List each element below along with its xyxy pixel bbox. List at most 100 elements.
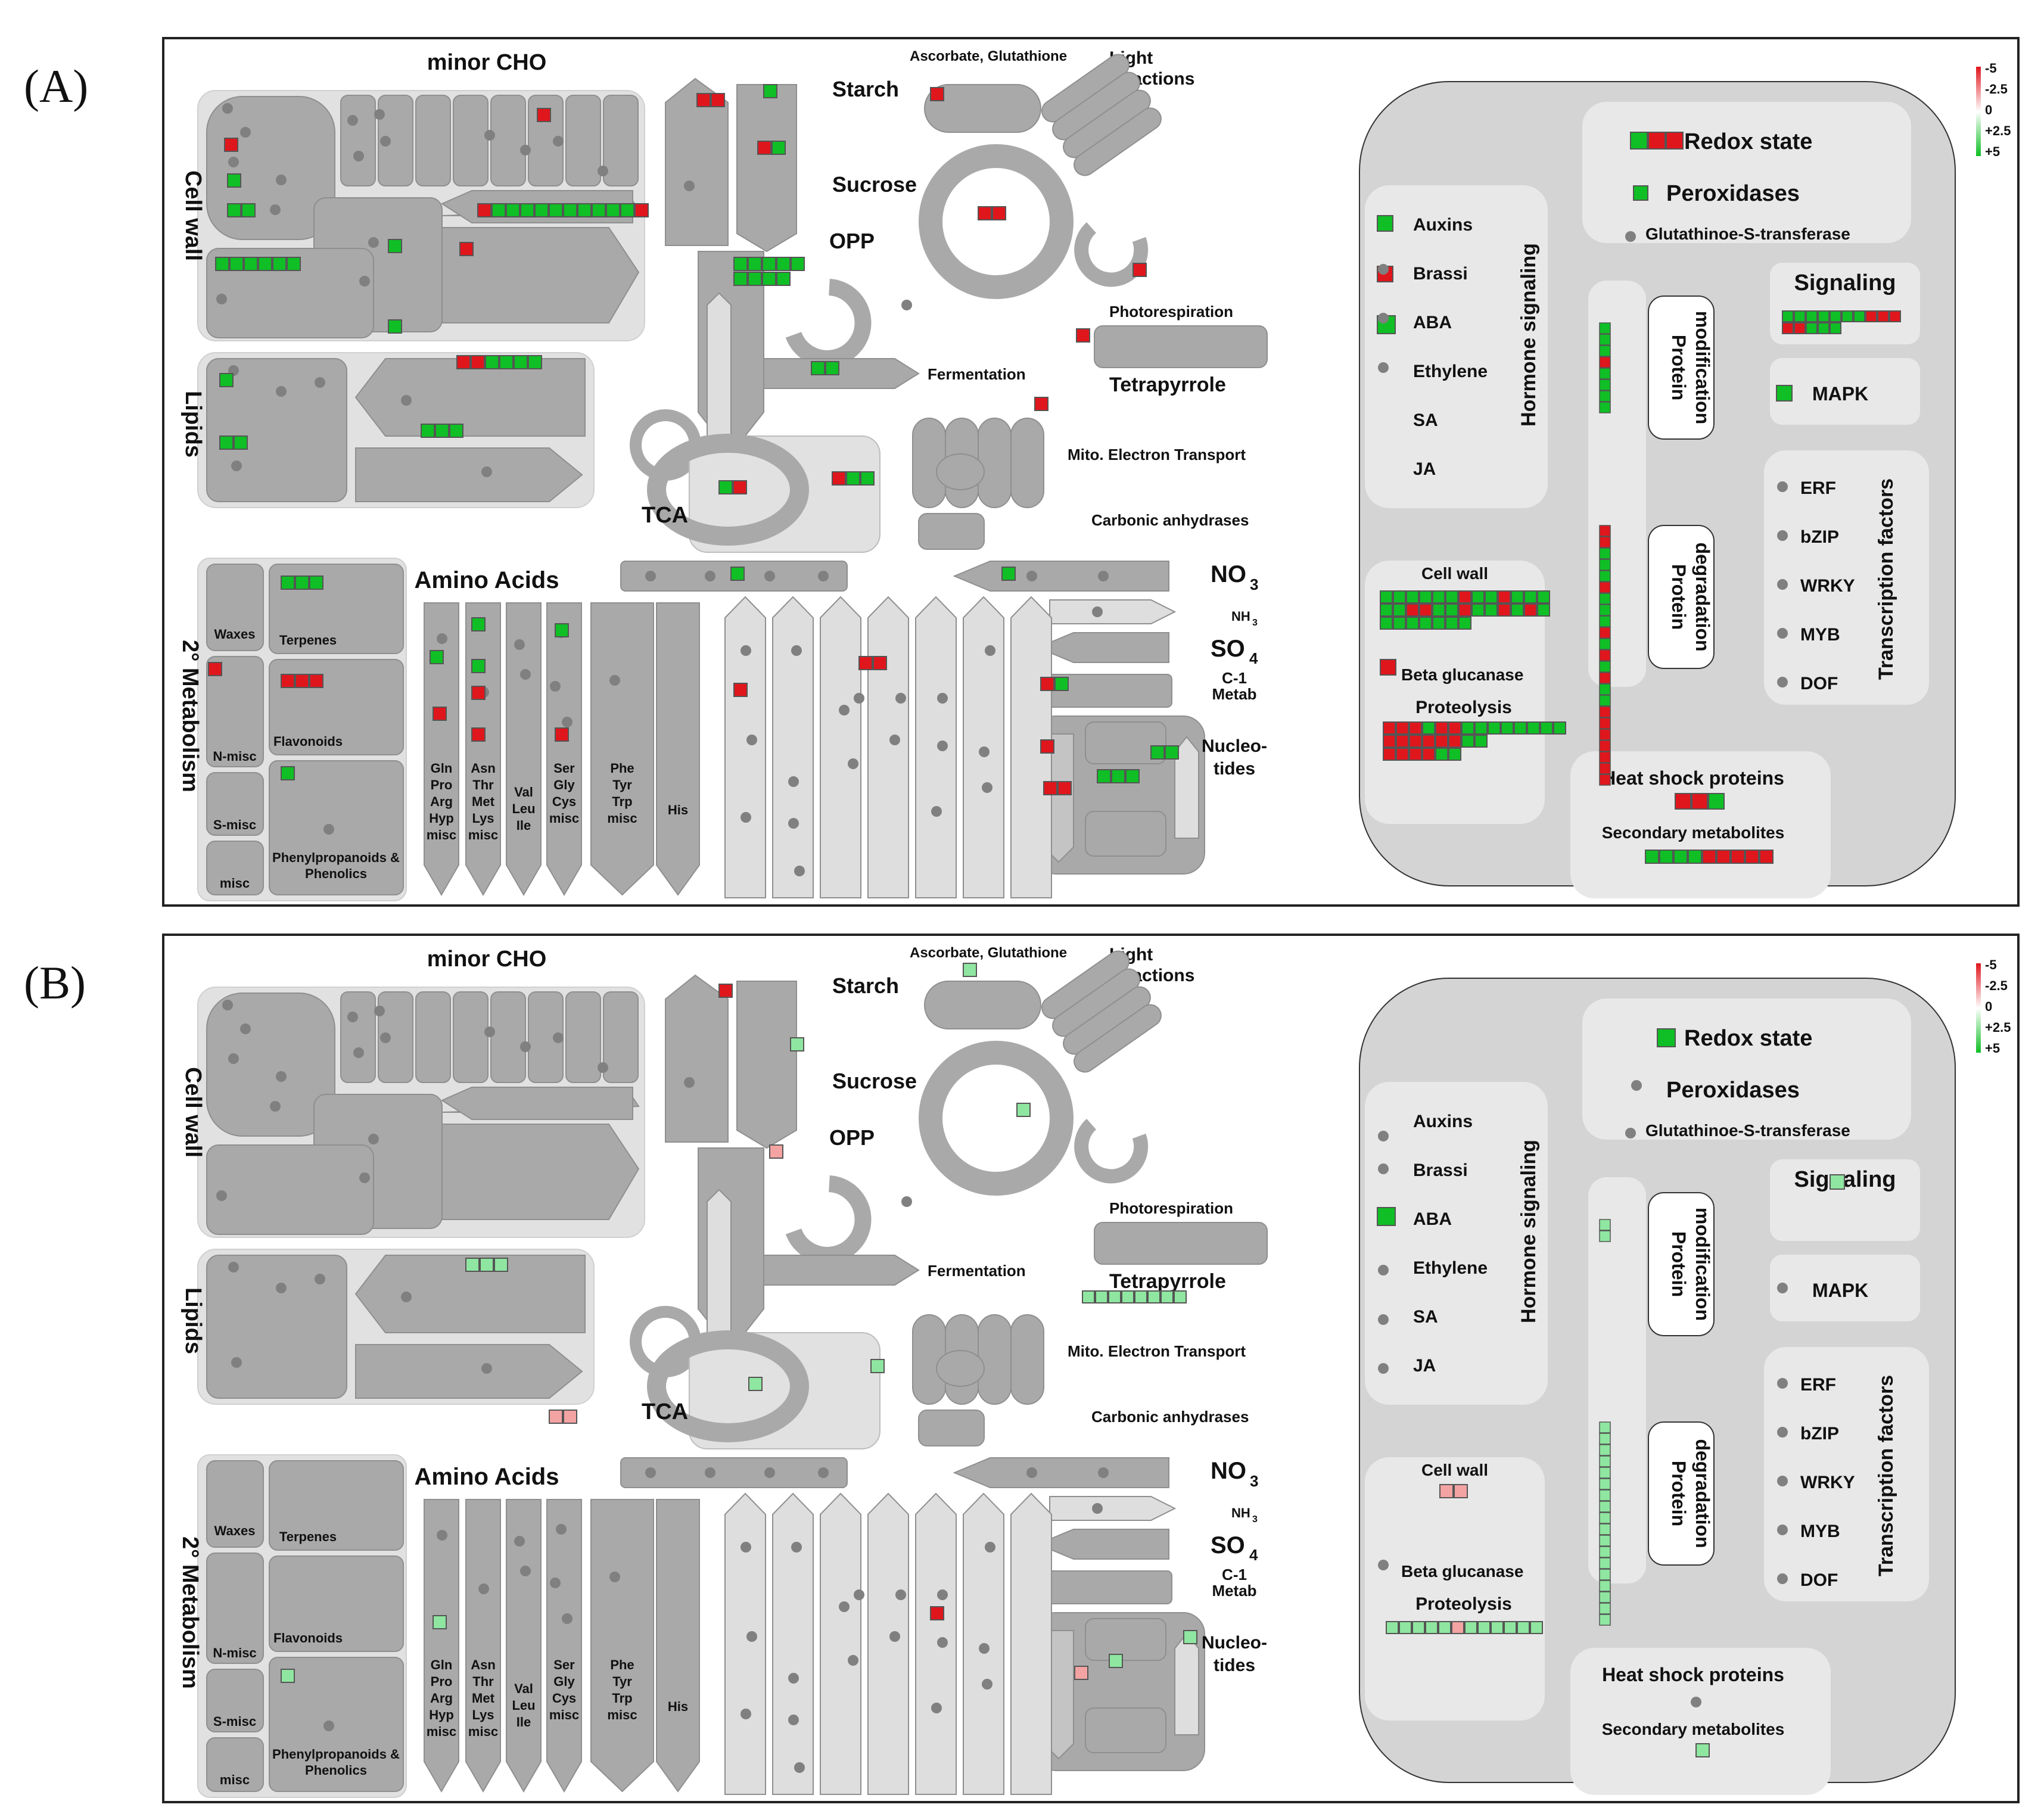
expression-cell (287, 257, 301, 271)
lipids-label: Lipids (181, 391, 206, 458)
expression-cell (1599, 1512, 1611, 1524)
lipids-label: Lipids (181, 1287, 206, 1354)
no3-label: NO (1211, 561, 1246, 587)
expression-cell (1383, 748, 1396, 761)
no3-subscript: 3 (1250, 575, 1258, 593)
expression-cell (992, 206, 1006, 220)
amino-acid-label: Pro (431, 1674, 453, 1689)
pathway-dot (216, 1190, 227, 1201)
secondary-metabolites-label: Secondary metabolites (1602, 1720, 1785, 1738)
peroxidases-label: Peroxidases (1666, 1078, 1800, 1103)
expression-cell (1458, 617, 1471, 630)
pathway-dot (437, 1530, 447, 1541)
protein-modification-label: modification (1692, 311, 1713, 424)
smisc-label: S-misc (213, 1714, 256, 1729)
pathway-dot (764, 1467, 775, 1478)
right-cell-wall-label: Cell wall (1421, 564, 1488, 583)
expression-cell (1001, 567, 1016, 581)
expression-cell (634, 203, 649, 217)
expression-cell (1633, 185, 1648, 201)
hormone-signaling-label: Hormone signaling (1517, 243, 1540, 427)
amino-acid-label: misc (468, 1724, 498, 1739)
expression-cell (1474, 735, 1488, 748)
carbonic-anhydrases-label: Carbonic anhydrases (1091, 511, 1249, 529)
pathway-dot (374, 109, 385, 120)
expression-cell (870, 1359, 885, 1373)
ascorbate-shape (924, 981, 1041, 1029)
pathway-dot (1026, 1467, 1037, 1478)
pathway-dot (556, 1524, 567, 1535)
pathway-dot (1378, 1265, 1389, 1275)
minor-cho-shape (565, 95, 601, 186)
secondary-metabolism-label: 2° Metabolism (178, 640, 203, 792)
expression-cell (1599, 525, 1611, 537)
expression-cell (388, 239, 402, 253)
pathway-dot (1378, 1163, 1389, 1174)
pathway-dot (231, 461, 242, 471)
starch-label: Starch (832, 973, 899, 998)
heat-shock-label: Heat shock proteins (1602, 767, 1784, 789)
expression-cell (1599, 706, 1611, 718)
expression-cell (1599, 627, 1611, 639)
pathway-dot (270, 1101, 281, 1112)
light-pentagon-column (820, 1492, 861, 1795)
misc-shape (206, 1737, 264, 1792)
tf-dot (1777, 1378, 1788, 1389)
expression-cell (1865, 310, 1877, 322)
expression-cell (1599, 334, 1611, 346)
expression-cell (1659, 850, 1673, 864)
pathway-dot (222, 103, 233, 114)
pathway-dot (764, 571, 775, 581)
pathway-dot (562, 1613, 573, 1624)
amino-acid-column (546, 1499, 582, 1793)
expression-cell (1889, 310, 1901, 322)
minor-cho-label: minor CHO (427, 947, 547, 972)
expression-cell (748, 257, 762, 271)
expression-cell (1386, 1621, 1399, 1634)
expression-cell (309, 575, 323, 590)
expression-cell (1599, 1444, 1611, 1456)
sucrose-label: Sucrose (832, 1069, 917, 1093)
nucleotides-shape (1085, 811, 1166, 857)
pathway-dot (276, 386, 287, 397)
pathway-dot (270, 204, 281, 215)
mito-complex (978, 418, 1012, 508)
expression-cell (227, 173, 241, 188)
terpenes-label: Terpenes (279, 633, 337, 648)
thylakoid-shape (1074, 1004, 1162, 1073)
expression-cell (1409, 748, 1422, 761)
expression-cell (449, 424, 463, 438)
tf-dot (1777, 530, 1788, 541)
minor-cho-shape (603, 991, 639, 1083)
pathway-dot (937, 1589, 948, 1600)
tca-cycle (647, 434, 809, 546)
expression-cell (499, 355, 514, 369)
pathway-dot (1625, 1128, 1636, 1138)
expression-cell (1782, 310, 1794, 322)
pathway-dot (380, 136, 391, 147)
expression-cell (1514, 721, 1527, 735)
pathway-dot (347, 115, 358, 126)
pathway-dot (323, 1721, 334, 1731)
light-pentagon-column (772, 596, 814, 898)
expression-cell (258, 257, 272, 271)
nucleotides-light-shape (1174, 1632, 1199, 1735)
mito-complex (978, 1314, 1012, 1405)
expression-cell (480, 1258, 494, 1272)
c1-metab-label: Metab (1212, 1582, 1256, 1600)
amino-acid-label: misc (549, 1707, 579, 1722)
expression-cell (1504, 1621, 1517, 1634)
pathway-dot (895, 693, 906, 704)
pathway-dot (353, 151, 364, 161)
expression-cell (1432, 617, 1445, 630)
expression-cell (1599, 1535, 1611, 1547)
cell-wall-shape (206, 1144, 374, 1235)
expression-cell (1488, 721, 1501, 735)
amino-acid-label: Hyp (429, 811, 454, 826)
c1-metab-label: Metab (1212, 685, 1256, 703)
expression-cell (1445, 617, 1458, 630)
hormone-signaling-label: Hormone signaling (1517, 1140, 1540, 1323)
amino-acid-label: Val (514, 1681, 533, 1696)
flavonoids-label: Flavonoids (273, 734, 343, 749)
expression-cell (549, 203, 563, 217)
